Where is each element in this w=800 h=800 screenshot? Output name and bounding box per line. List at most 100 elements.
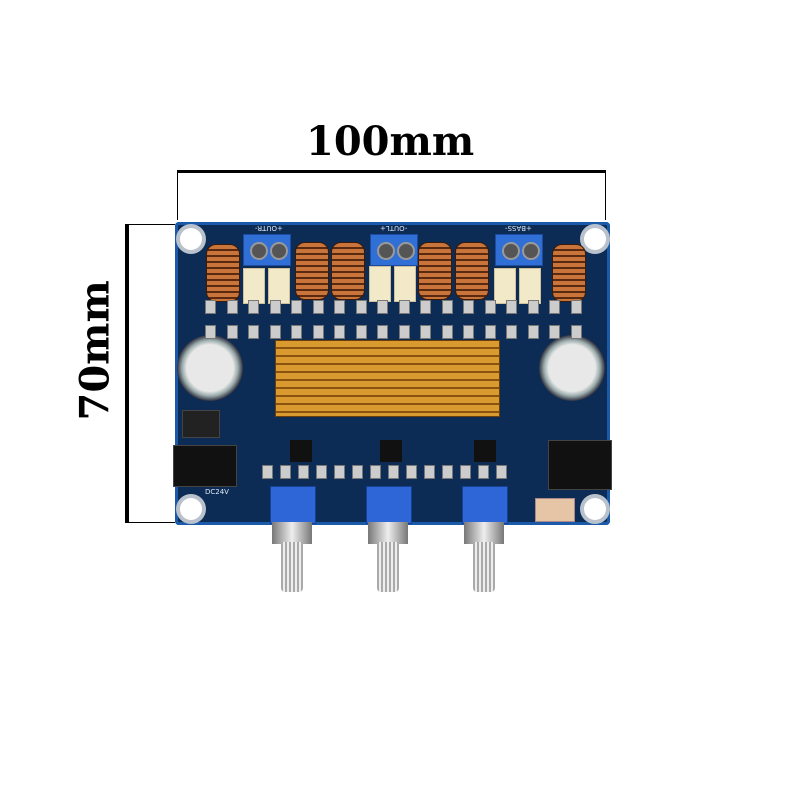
potentiometer-bass[interactable]: [462, 486, 508, 524]
width-dimension-tick-left: [177, 170, 178, 220]
audio-input-jack: [548, 440, 612, 490]
mounting-hole: [180, 228, 202, 250]
smd-component: [570, 300, 582, 314]
connector-header: [535, 498, 575, 522]
smd-component: [370, 465, 381, 479]
film-capacitor: [394, 266, 416, 302]
smd-component: [406, 465, 417, 479]
smd-component: [226, 325, 238, 339]
smd-component: [262, 465, 273, 479]
dc-power-jack: [173, 445, 237, 487]
heatsink: [275, 340, 500, 417]
film-capacitor: [494, 268, 516, 304]
smd-component: [316, 465, 327, 479]
mounting-hole: [584, 228, 606, 250]
smd-component: [205, 300, 216, 314]
smd-component: [442, 465, 453, 479]
inductor-coil: [552, 244, 586, 302]
pot-shaft[interactable]: [377, 542, 399, 592]
height-dimension-line: [125, 225, 129, 523]
silkscreen-bass: +BASS-: [505, 224, 532, 232]
smd-component: [334, 300, 345, 314]
inductor-coil: [206, 244, 240, 302]
smd-component: [527, 300, 539, 314]
inductor-coil: [418, 242, 452, 300]
smd-component: [496, 465, 507, 479]
width-dimension-tick-right: [605, 170, 606, 220]
smd-component: [226, 300, 238, 314]
smd-component: [460, 465, 471, 479]
smd-component: [549, 300, 560, 314]
silkscreen-out-left: -OUTL+: [380, 224, 408, 232]
electrolytic-capacitor: [177, 335, 243, 401]
smd-component: [388, 465, 399, 479]
smd-component: [420, 300, 431, 314]
smd-component: [478, 465, 489, 479]
speaker-terminal-bass: [495, 234, 543, 266]
width-dimension-line: [178, 170, 606, 173]
smd-component: [291, 325, 302, 339]
smd-component: [269, 300, 281, 314]
smd-component: [377, 325, 388, 339]
smd-component: [291, 300, 302, 314]
mounting-hole: [180, 498, 202, 520]
inductor-coil: [331, 242, 365, 300]
smd-component: [377, 300, 388, 314]
potentiometer-volume[interactable]: [366, 486, 412, 524]
smd-component: [549, 325, 560, 339]
smd-component: [398, 300, 410, 314]
smd-component: [248, 325, 259, 339]
smd-component: [312, 325, 324, 339]
smd-component: [527, 325, 539, 339]
op-amp-chip: [474, 440, 496, 462]
smd-component: [463, 325, 474, 339]
pot-bushing: [368, 522, 408, 544]
film-capacitor: [268, 268, 290, 304]
speaker-terminal-right: [243, 234, 291, 266]
smd-component: [463, 300, 474, 314]
pot-bushing: [272, 522, 312, 544]
smd-component: [420, 325, 431, 339]
pot-shaft[interactable]: [281, 542, 303, 592]
smd-component: [205, 325, 216, 339]
film-capacitor: [369, 266, 391, 302]
smd-component: [269, 325, 281, 339]
inductor-coil: [295, 242, 329, 300]
smd-component: [424, 465, 435, 479]
smd-component: [280, 465, 291, 479]
potentiometer-treble[interactable]: [270, 486, 316, 524]
smd-component: [570, 325, 582, 339]
smd-component: [484, 300, 496, 314]
inductor-coil: [455, 242, 489, 300]
smd-component: [355, 325, 367, 339]
film-capacitor: [243, 268, 265, 304]
smd-component: [506, 325, 517, 339]
height-dimension-tick-bottom: [125, 522, 175, 523]
smd-component: [312, 300, 324, 314]
electrolytic-capacitor: [539, 335, 605, 401]
op-amp-chip: [380, 440, 402, 462]
smd-component: [398, 325, 410, 339]
smd-component: [248, 300, 259, 314]
pot-shaft[interactable]: [473, 542, 495, 592]
pot-bushing: [464, 522, 504, 544]
smd-component: [441, 300, 453, 314]
smd-component: [334, 325, 345, 339]
smd-component: [352, 465, 363, 479]
smd-component: [441, 325, 453, 339]
diode: [182, 410, 220, 438]
height-dimension-label: 70mm: [71, 280, 119, 421]
mounting-hole: [584, 498, 606, 520]
speaker-terminal-left: [370, 234, 418, 266]
smd-component: [484, 325, 496, 339]
silkscreen-power: DC24V: [205, 488, 229, 496]
silkscreen-out-right: +OUTR-: [255, 224, 283, 232]
film-capacitor: [519, 268, 541, 304]
width-dimension-label: 100mm: [306, 118, 475, 165]
height-dimension-tick-top: [125, 224, 175, 225]
smd-component: [506, 300, 517, 314]
op-amp-chip: [290, 440, 312, 462]
smd-component: [334, 465, 345, 479]
smd-component: [298, 465, 309, 479]
smd-component: [355, 300, 367, 314]
